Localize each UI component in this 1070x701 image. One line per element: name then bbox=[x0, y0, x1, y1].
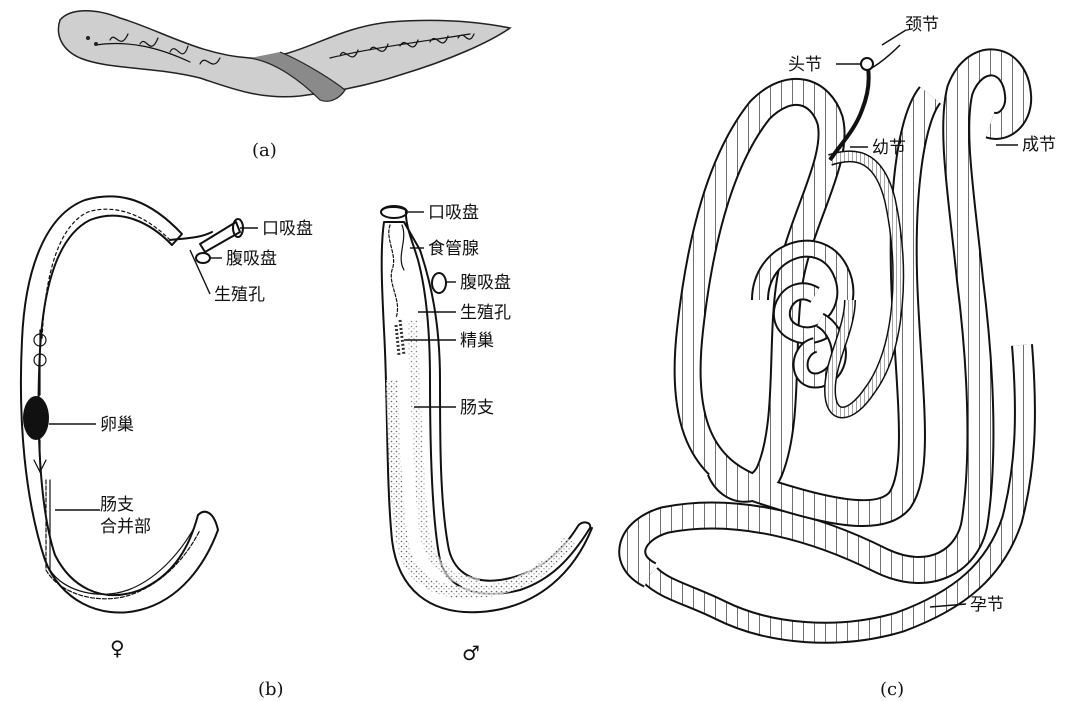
male-esophageal-gland-label: 食管腺 bbox=[428, 239, 479, 259]
female-oral-sucker-label: 口吸盘 bbox=[262, 219, 313, 239]
scolex-label: 头节 bbox=[788, 55, 822, 75]
female-ovary-label: 卵巢 bbox=[100, 415, 134, 435]
tapeworm bbox=[632, 45, 1025, 633]
caption-a: (a) bbox=[252, 140, 277, 161]
male-cecum-label: 肠支 bbox=[460, 398, 494, 418]
fluke-illustration bbox=[58, 11, 510, 102]
male-genital-pore-label: 生殖孔 bbox=[460, 303, 511, 323]
scolex-shape bbox=[861, 58, 873, 70]
female-genital-pore-label: 生殖孔 bbox=[214, 285, 265, 305]
female-cecum-union-label-1: 肠支 bbox=[100, 495, 134, 515]
male-ventral-sucker-label: 腹吸盘 bbox=[460, 273, 511, 293]
female-symbol: ♀ bbox=[110, 636, 125, 660]
male-oral-sucker-label: 口吸盘 bbox=[428, 203, 479, 223]
caption-b: (b) bbox=[258, 679, 284, 700]
gravid-label: 孕节 bbox=[970, 595, 1004, 615]
female-worm bbox=[21, 196, 243, 612]
male-testis-label: 精巢 bbox=[460, 331, 494, 351]
ovary-shape bbox=[23, 396, 49, 440]
mature-label: 成节 bbox=[1022, 135, 1056, 155]
neck-label: 颈节 bbox=[905, 15, 939, 35]
immature-label: 幼节 bbox=[872, 138, 906, 158]
female-cecum-union-label-2: 合并部 bbox=[100, 517, 151, 537]
male-symbol: ♂ bbox=[462, 641, 480, 665]
female-ventral-sucker-label: 腹吸盘 bbox=[226, 249, 277, 269]
caption-c: (c) bbox=[880, 679, 904, 700]
